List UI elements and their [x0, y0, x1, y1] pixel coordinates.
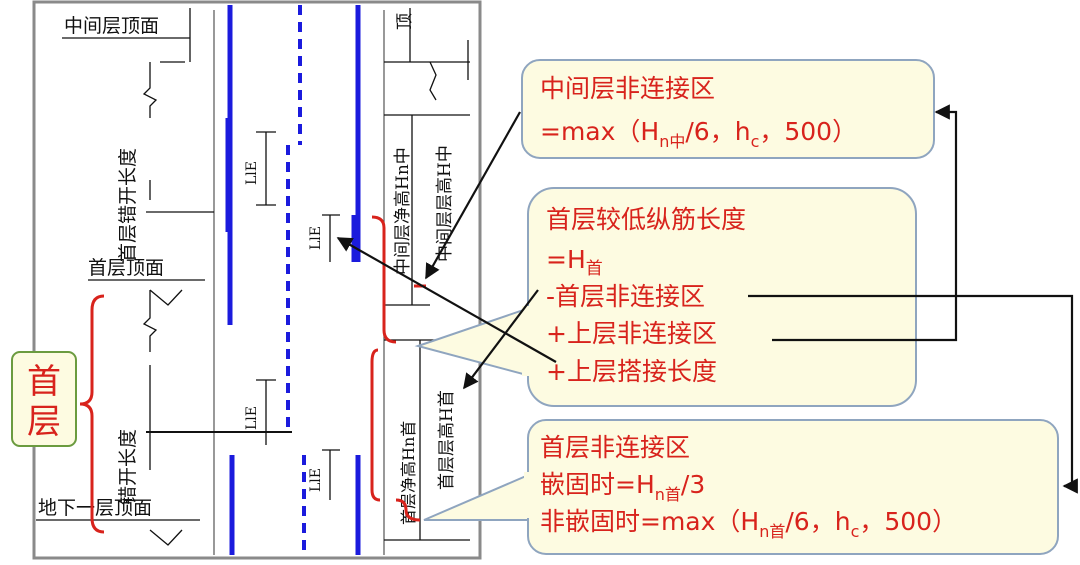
length-eq: =H首 [546, 245, 603, 279]
first-zone-title: 首层非连接区 [540, 433, 690, 462]
break-mark-2 [142, 290, 158, 352]
first-floor-brace [79, 294, 105, 534]
length-plus-line-2: +上层搭接长度 [546, 357, 717, 386]
tri-3 [149, 529, 183, 546]
top-clipped-label: 顶 [395, 13, 415, 30]
callout-first-join [524, 472, 540, 518]
first-floor-height-label: 首层层高H首 [437, 390, 457, 490]
floor-lines [36, 8, 470, 546]
lie-label-3: LlE [244, 406, 260, 430]
callout-length-join [522, 306, 536, 376]
mid-zone-brace [371, 215, 397, 344]
rebar-group [225, 5, 361, 555]
first-zone-brace-bottom [395, 498, 421, 522]
connector-arrows [336, 104, 1078, 494]
badge-line-1: 首 [27, 362, 61, 402]
break-mark-1 [142, 62, 158, 118]
red-braces [79, 215, 426, 534]
mid-zone-formula: =max（Hn中/6，hc，500） [540, 117, 857, 151]
length-plus-line-1: +上层非连接区 [546, 319, 717, 348]
stagger-lower-label: 错开长度 [117, 429, 139, 505]
first-zone-brace-left [370, 348, 381, 502]
first-zone-fixed: 嵌固时=Hn首/3 [540, 470, 705, 504]
lie-label-4: LlE [308, 468, 324, 492]
arrow-lap-length [336, 237, 557, 363]
badge-box [11, 351, 77, 447]
lie-label-2: LlE [308, 226, 324, 250]
callout-length: 首层较低纵筋长度 =H首 -首层非连接区 +上层非连接区 +上层搭接长度 [522, 187, 917, 407]
first-zone-nonfixed: 非嵌固时=max（Hn首/6，hc，500） [540, 507, 957, 541]
arrow-upper-zone-link [772, 104, 958, 342]
mid-zone-title: 中间层非连接区 [540, 74, 715, 103]
callout-first-zone: 首层非连接区 嵌固时=Hn首/3 非嵌固时=max（Hn首/6，hc，500） [524, 419, 1059, 555]
length-minus-line: -首层非连接区 [546, 282, 705, 311]
first-clear-height-label: 首层净高Hn首 [399, 421, 418, 525]
arrow-mid-zone [425, 111, 521, 280]
callout-mid-box [521, 59, 935, 159]
basement-top-label: 地下一层顶面 [38, 497, 152, 519]
mid-floor-height-label: 中间层层高H中 [435, 145, 455, 262]
callout-mid-zone: 中间层非连接区 =max（Hn中/6，hc，500） [521, 59, 935, 159]
tri-2 [149, 289, 183, 306]
arrow-first-zone-link [748, 294, 1078, 494]
badge-line-2: 层 [27, 402, 61, 442]
length-title: 首层较低纵筋长度 [546, 205, 746, 234]
arrow-first-floor [463, 289, 539, 390]
first-top-label: 首层顶面 [88, 257, 164, 279]
first-floor-badge: 首 层 [11, 351, 77, 447]
mid-clear-height-label: 中间层净高Hn中 [393, 147, 413, 275]
break-mark-3 [429, 61, 437, 101]
mid-top-label: 中间层顶面 [64, 15, 159, 37]
lie-label-1: LlE [244, 161, 260, 185]
stagger-upper-label: 首层错开长度 [117, 148, 139, 262]
drawing-panel: 中间层顶面 首层顶面 地下一层顶面 首层错开长度 错开长度 LlE LlE Ll… [32, 0, 482, 560]
